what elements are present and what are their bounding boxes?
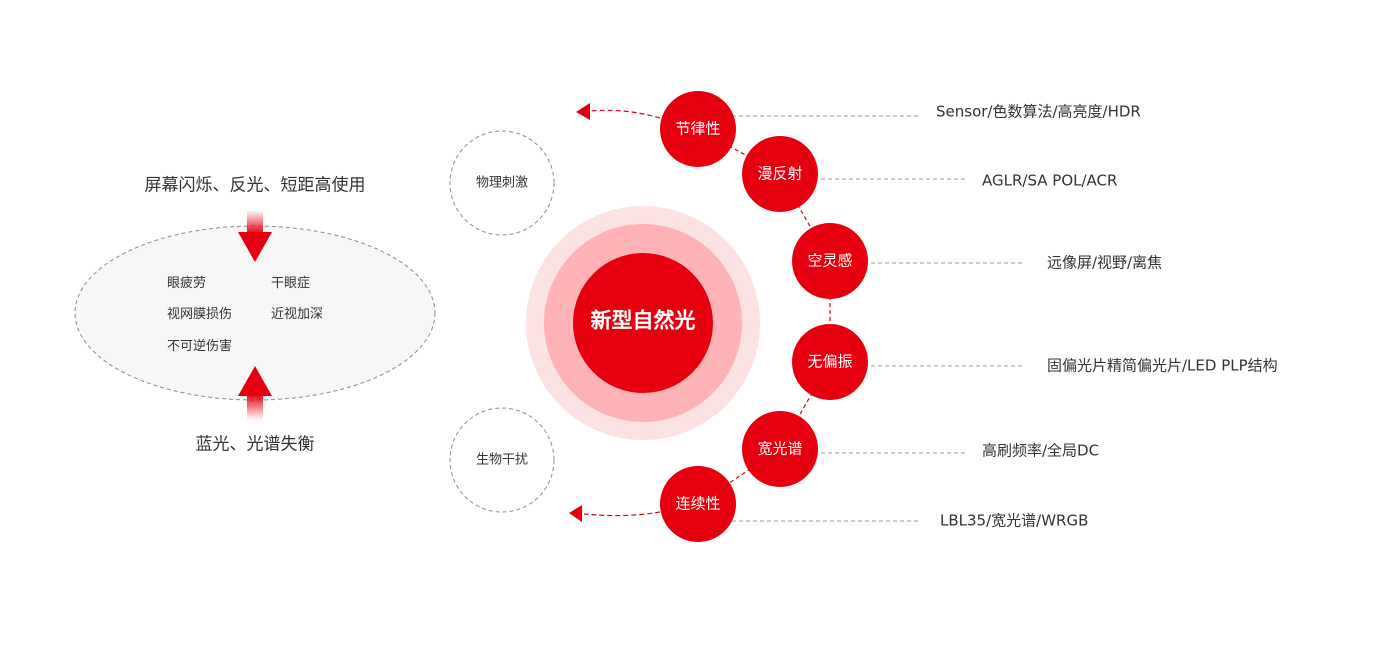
- feature-node-diffuse: [742, 136, 818, 212]
- feature-node-rhythm: [660, 91, 736, 167]
- biological-stimulus-label: 生物干扰: [475, 452, 529, 468]
- symptom-eye-fatigue: 眼疲劳: [167, 276, 207, 291]
- tech-label-non-polarized: 固偏光片精简偏光片/LED PLP结构: [1047, 356, 1278, 375]
- bottom-curve-arrowhead-icon: [569, 505, 582, 522]
- symptom-retina-damage: 视网膜损伤: [167, 307, 233, 322]
- tech-label-diffuse: AGLR/SA POL/ACR: [982, 171, 1118, 190]
- feature-node-airy: [792, 223, 868, 299]
- symptom-irreversible-harm: 不可逆伤害: [167, 339, 233, 354]
- feature-node-label-diffuse: 漫反射: [757, 164, 803, 183]
- arrow-down-icon: [238, 210, 272, 262]
- physical-stimulus-label: 物理刺激: [475, 175, 529, 191]
- tech-label-rhythm: Sensor/色数算法/高亮度/HDR: [936, 102, 1141, 121]
- bottom-cause-caption: 蓝光、光谱失衡: [195, 434, 315, 455]
- feature-node-label-continuity: 连续性: [675, 494, 721, 513]
- symptom-myopia: 近视加深: [271, 307, 324, 322]
- arrow-up-icon: [238, 366, 272, 420]
- top-curve-arrowhead-icon: [576, 103, 590, 120]
- feature-node-label-non-polarized: 无偏振: [807, 352, 853, 371]
- biological-stimulus-circle: [449, 407, 555, 513]
- feature-node-continuity: [660, 466, 736, 542]
- tech-label-airy: 远像屏/视野/离焦: [1047, 253, 1163, 272]
- tech-leader-line-layer: [732, 115, 1023, 522]
- feature-node-label-wide-spectrum: 宽光谱: [757, 439, 803, 458]
- core-circle: [573, 253, 713, 393]
- core-label: 新型自然光: [590, 308, 696, 333]
- feature-node-layer: [660, 91, 868, 542]
- feature-node-wide-spectrum: [742, 411, 818, 487]
- symptom-dry-eye: 干眼症: [271, 276, 311, 291]
- bottom-curve-arrow-line: [583, 511, 661, 517]
- top-curve-arrow-line: [589, 109, 661, 119]
- feature-node-non-polarized: [792, 324, 868, 400]
- tech-label-continuity: LBL35/宽光谱/WRGB: [940, 511, 1089, 530]
- physical-stimulus-circle: [449, 130, 555, 236]
- feature-node-label-rhythm: 节律性: [675, 119, 721, 138]
- top-cause-caption: 屏幕闪烁、反光、短距高使用: [144, 175, 366, 196]
- tech-label-wide-spectrum: 高刷频率/全局DC: [982, 441, 1100, 460]
- feature-node-label-airy: 空灵感: [807, 251, 853, 270]
